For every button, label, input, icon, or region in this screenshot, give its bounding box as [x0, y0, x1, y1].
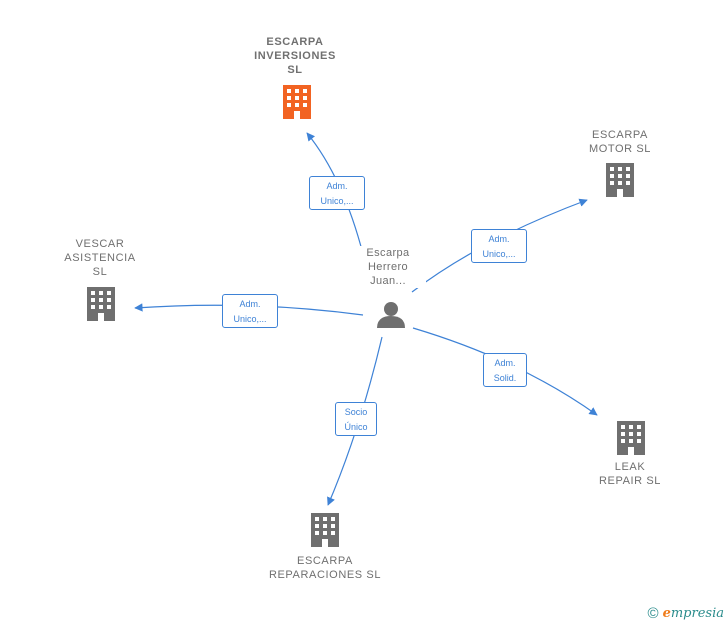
building-icon[interactable]: [606, 163, 634, 197]
empresia-logo[interactable]: empresia: [662, 606, 724, 621]
building-icon[interactable]: [311, 513, 339, 547]
edge-label-escarpa-inversiones: Adm. Unico,...: [309, 176, 365, 210]
company-label-escarpa-reparaciones[interactable]: ESCARPA REPARACIONES SL: [268, 555, 382, 581]
copyright-icon: ©: [647, 605, 659, 622]
building-icon[interactable]: [283, 85, 311, 119]
company-label-escarpa-motor[interactable]: ESCARPA MOTOR SL: [588, 129, 652, 155]
company-label-leak-repair[interactable]: LEAK REPAIR SL: [598, 461, 662, 487]
building-icon[interactable]: [87, 287, 115, 321]
person-label[interactable]: Escarpa Herrero Juan...: [350, 246, 426, 288]
edge-label-leak-repair: Adm. Solid.: [483, 353, 527, 387]
company-label-vescar-asistencia[interactable]: VESCAR ASISTENCIA SL: [64, 238, 136, 278]
building-icon[interactable]: [617, 421, 645, 455]
edge-label-escarpa-reparaciones: Socio Único: [335, 402, 377, 436]
footer-brand: © empresia: [648, 605, 724, 622]
edge-label-vescar-asistencia: Adm. Unico,...: [222, 294, 278, 328]
person-icon[interactable]: [377, 302, 405, 328]
company-label-escarpa-inversiones[interactable]: ESCARPA INVERSIONES SL: [254, 36, 336, 76]
edge-label-escarpa-motor: Adm. Unico,...: [471, 229, 527, 263]
